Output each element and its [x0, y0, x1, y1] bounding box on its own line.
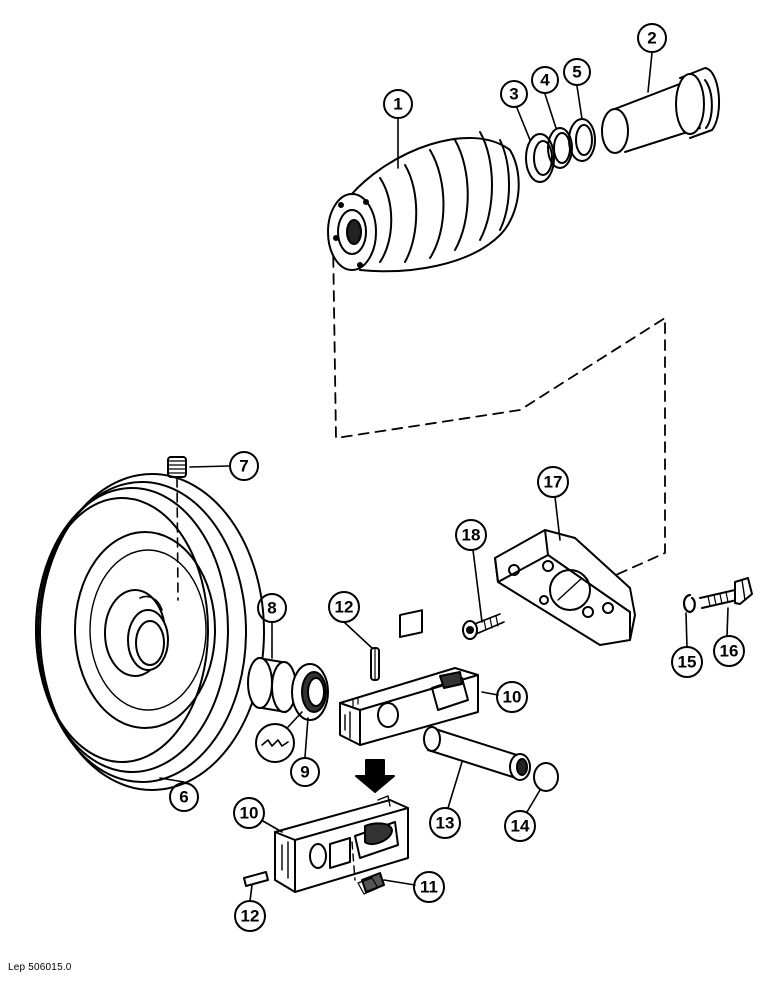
- svg-text:12: 12: [335, 598, 354, 617]
- snap-ring-part: [533, 762, 559, 792]
- callout-10-lower: 10: [233, 797, 265, 829]
- callout-18: 18: [455, 519, 487, 551]
- seal-part: [291, 663, 329, 721]
- down-arrow-icon: [355, 759, 395, 793]
- svg-text:16: 16: [720, 642, 739, 661]
- callout-14: 14: [504, 810, 536, 842]
- svg-text:1: 1: [393, 95, 402, 114]
- callout-1: 1: [383, 89, 413, 119]
- svg-text:3: 3: [509, 85, 518, 104]
- callout-13: 13: [429, 807, 461, 839]
- svg-text:7: 7: [239, 457, 248, 476]
- svg-text:17: 17: [544, 473, 563, 492]
- svg-text:18: 18: [462, 526, 481, 545]
- roll-pin-upper-part: [370, 647, 380, 681]
- svg-text:11: 11: [420, 878, 438, 897]
- callout-3: 3: [500, 80, 528, 108]
- lock-washer-part: [682, 593, 696, 614]
- pivot-pin-part: [423, 726, 531, 781]
- callout-6: 6: [169, 782, 199, 812]
- callout-16: 16: [713, 635, 745, 667]
- svg-text:4: 4: [540, 71, 550, 90]
- cap-screw-part: [462, 613, 505, 640]
- callout-7: 7: [229, 451, 259, 481]
- shaft-part: [601, 67, 720, 154]
- svg-text:5: 5: [572, 63, 581, 82]
- callout-12-lower: 12: [234, 900, 266, 932]
- svg-text:2: 2: [647, 29, 656, 48]
- mounting-plate-part: [494, 529, 636, 646]
- callout-15: 15: [671, 646, 703, 678]
- seal-ring-4: [547, 127, 573, 169]
- svg-text:10: 10: [240, 804, 259, 823]
- callout-4: 4: [531, 66, 559, 94]
- sleeve-part: [351, 841, 385, 895]
- callout-10-upper: 10: [496, 681, 528, 713]
- bolt-part: [699, 577, 753, 609]
- svg-text:9: 9: [300, 763, 309, 782]
- seal-cross-section-detail: [255, 711, 303, 763]
- svg-text:13: 13: [436, 814, 455, 833]
- svg-text:15: 15: [678, 653, 697, 672]
- seal-ring-3: [525, 133, 555, 183]
- drawing-reference-number: Lep 506015.0: [8, 962, 72, 973]
- svg-text:14: 14: [511, 817, 530, 836]
- svg-text:6: 6: [179, 788, 188, 807]
- leader-lines: [159, 52, 729, 902]
- callout-2: 2: [637, 23, 667, 53]
- svg-text:12: 12: [241, 907, 260, 926]
- callout-9: 9: [290, 757, 320, 787]
- bushing-part: [247, 657, 297, 713]
- alignment-guide-dashed: [332, 239, 666, 601]
- svg-text:8: 8: [267, 599, 276, 618]
- idler-roller-part: [327, 131, 520, 273]
- seal-ring-5: [568, 118, 596, 162]
- idler-wheel-part: [35, 473, 265, 791]
- callout-17: 17: [537, 466, 569, 498]
- yoke-block-upper-part: [339, 609, 479, 746]
- callout-12-upper: 12: [328, 591, 360, 623]
- callout-11: 11: [413, 871, 445, 903]
- callout-5: 5: [563, 58, 591, 86]
- svg-text:10: 10: [503, 688, 522, 707]
- roll-pin-lower-part: [243, 871, 269, 887]
- callout-8: 8: [257, 593, 287, 623]
- yoke-block-lower-part: [274, 795, 409, 893]
